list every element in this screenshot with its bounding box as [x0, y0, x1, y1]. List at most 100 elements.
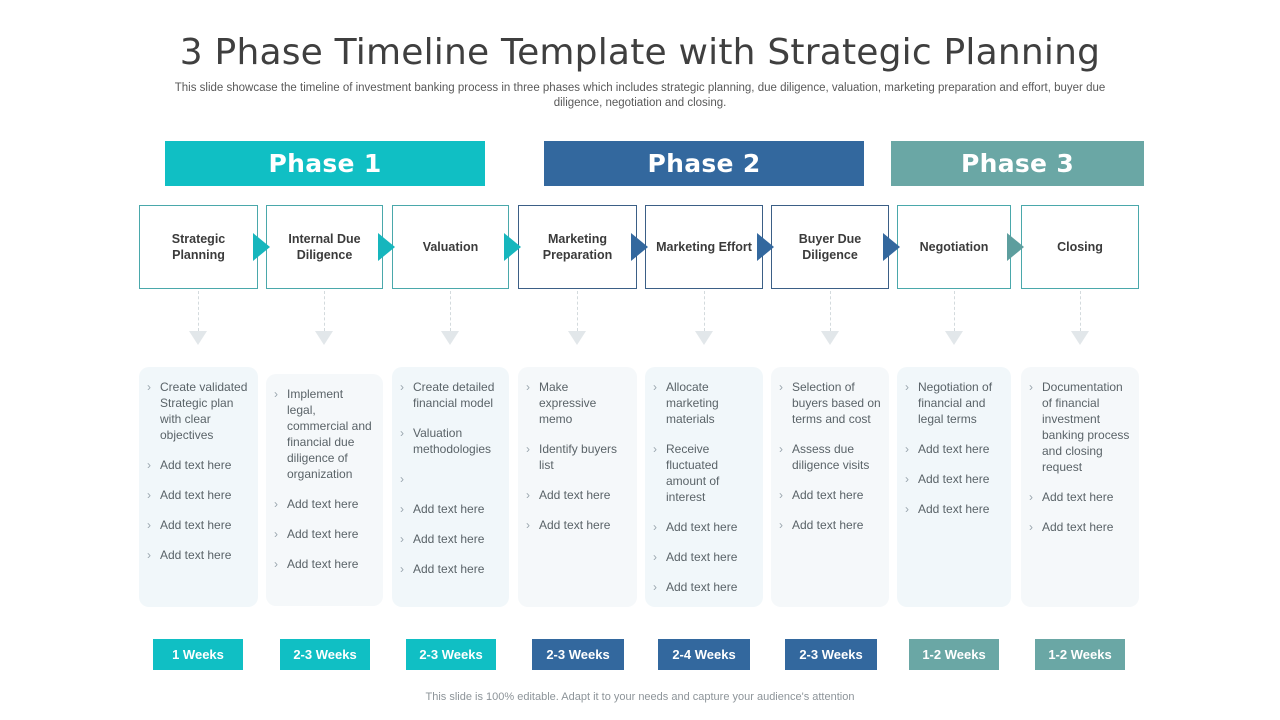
bullet-text: Make expressive memo [539, 380, 597, 426]
content-panel-2: ›Implement legal, commercial and financi… [266, 374, 383, 606]
bullet-item: ›Add text here [905, 471, 1003, 487]
connector-dashed-line-5 [704, 291, 705, 331]
bullet-item: ›Selection of buyers based on terms and … [779, 379, 881, 427]
chevron-right-icon: › [653, 580, 657, 594]
bullet-text: Add text here [1042, 490, 1114, 504]
connector-arrow-down-icon-2 [315, 331, 333, 345]
bullet-item: › Add text here [400, 501, 501, 517]
step-chevron-arrow-icon [757, 233, 774, 261]
chevron-right-icon: › [526, 380, 530, 394]
week-badge-4: 2-3 Weeks [532, 639, 624, 670]
week-badge-2: 2-3 Weeks [280, 639, 370, 670]
step-box-label: Buyer Due Diligence [798, 232, 862, 262]
bullet-item: › Assess due diligence visits [779, 441, 881, 473]
chevron-right-icon: › [400, 502, 404, 516]
connector-dashed-line-6 [830, 291, 831, 331]
bullet-text: Add text here [792, 488, 864, 502]
chevron-right-icon: › [274, 387, 278, 401]
chevron-right-icon: › [526, 488, 530, 502]
chevron-right-icon: › [779, 518, 783, 532]
bullet-text: Add text here [287, 557, 359, 571]
content-panel-8: ›Documentation of financial investment b… [1021, 367, 1139, 607]
bullet-text: Receive fluctuated amount of interest [666, 442, 720, 504]
step-box-7[interactable]: Negotiation [897, 205, 1011, 289]
bullet-text: Create validated Strategic plan with cle… [160, 380, 248, 442]
step-box-8[interactable]: Closing [1021, 205, 1139, 289]
bullet-text: Add text here [160, 518, 232, 532]
bullet-item: › Add text here [1029, 489, 1131, 505]
chevron-right-icon: › [400, 472, 404, 486]
content-panel-7: › Negotiation of financial and legal term… [897, 367, 1011, 607]
week-badge-8: 1-2 Weeks [1035, 639, 1125, 670]
week-badge-3: 2-3 Weeks [406, 639, 496, 670]
bullet-text: Add text here [160, 548, 232, 562]
phase-band-label: Phase 2 [647, 149, 761, 178]
chevron-right-icon: › [1029, 520, 1033, 534]
connector-arrow-down-icon-7 [945, 331, 963, 345]
week-badge-label: 2-3 Weeks [799, 647, 863, 662]
bullet-item: ›Add text here [147, 547, 250, 563]
bullet-text: Add text here [666, 580, 738, 594]
step-box-label: Closing [1057, 240, 1103, 254]
connector-dashed-line-8 [1080, 291, 1081, 331]
chevron-right-icon: › [1029, 380, 1033, 394]
bullet-item: ›Add text here [779, 517, 881, 533]
step-box-label: Strategic Planning [171, 232, 226, 262]
bullet-item: › Receive fluctuated amount of interest [653, 441, 755, 505]
chevron-right-icon: › [147, 518, 151, 532]
bullet-text: Allocate marketing materials [666, 380, 719, 426]
bullet-item: ›Documentation of financial investment b… [1029, 379, 1131, 475]
connector-arrow-down-icon-4 [568, 331, 586, 345]
step-box-2[interactable]: Internal Due Diligence [266, 205, 383, 289]
bullet-text: Add text here [1042, 520, 1114, 534]
bullet-item: › Negotiation of financial and legal term… [905, 379, 1003, 427]
week-badge-6: 2-3 Weeks [785, 639, 877, 670]
slide-title: 3 Phase Timeline Template with Strategic… [179, 32, 1101, 73]
step-box-4[interactable]: Marketing Preparation [518, 205, 637, 289]
connector-dashed-line-2 [324, 291, 325, 331]
bullet-text: Add text here [918, 472, 990, 486]
chevron-right-icon: › [905, 380, 909, 394]
week-badge-label: 2-4 Weeks [672, 647, 736, 662]
step-chevron-arrow-icon [253, 233, 270, 261]
bullet-text: Add text here [287, 527, 359, 541]
step-box-6[interactable]: Buyer Due Diligence [771, 205, 889, 289]
step-box-label: Internal Due Diligence [288, 232, 361, 262]
chevron-right-icon: › [147, 488, 151, 502]
chevron-right-icon: › [1029, 490, 1033, 504]
connector-dashed-line-7 [954, 291, 955, 331]
week-badge-label: 2-3 Weeks [546, 647, 610, 662]
bullet-item: ›Add text here [779, 487, 881, 503]
week-badge-label: 1-2 Weeks [922, 647, 986, 662]
chevron-right-icon: › [653, 442, 657, 456]
chevron-right-icon: › [274, 557, 278, 571]
chevron-right-icon: › [779, 442, 783, 456]
bullet-text: Assess due diligence visits [792, 442, 870, 472]
bullet-text: Negotiation of financial and legal terms [918, 380, 993, 426]
chevron-right-icon: › [400, 562, 404, 576]
bullet-text: Selection of buyers based on terms and c… [792, 380, 881, 426]
phase-band-3: Phase 3 [891, 141, 1144, 186]
step-chevron-arrow-icon [631, 233, 648, 261]
chevron-right-icon: › [147, 380, 151, 394]
step-box-label: Marketing Preparation [542, 232, 613, 262]
bullet-item: ›Valuation methodologies [400, 425, 501, 457]
content-panel-3: ›Create detailed financial model›Valuati… [392, 367, 509, 607]
week-badge-5: 2-4 Weeks [658, 639, 750, 670]
bullet-item: › Add text here [1029, 519, 1131, 535]
bullet-text: Valuation methodologies [413, 426, 492, 456]
phase-band-label: Phase 3 [960, 149, 1075, 178]
bullet-item: ›Add text here [526, 487, 629, 503]
step-box-1[interactable]: Strategic Planning [139, 205, 258, 289]
bullet-text: Add text here [413, 502, 485, 516]
connector-dashed-line-1 [198, 291, 199, 331]
chevron-right-icon: › [526, 518, 530, 532]
step-box-3[interactable]: Valuation [392, 205, 509, 289]
week-badge-label: 2-3 Weeks [419, 647, 483, 662]
bullet-item: ›Add text here [905, 441, 1003, 457]
bullet-item: ›Add text here [905, 501, 1003, 517]
step-box-5[interactable]: Marketing Effort [645, 205, 763, 289]
bullet-text: Add text here [918, 442, 990, 456]
bullet-text: Add text here [287, 497, 359, 511]
bullet-item: ›Add text here [147, 487, 250, 503]
